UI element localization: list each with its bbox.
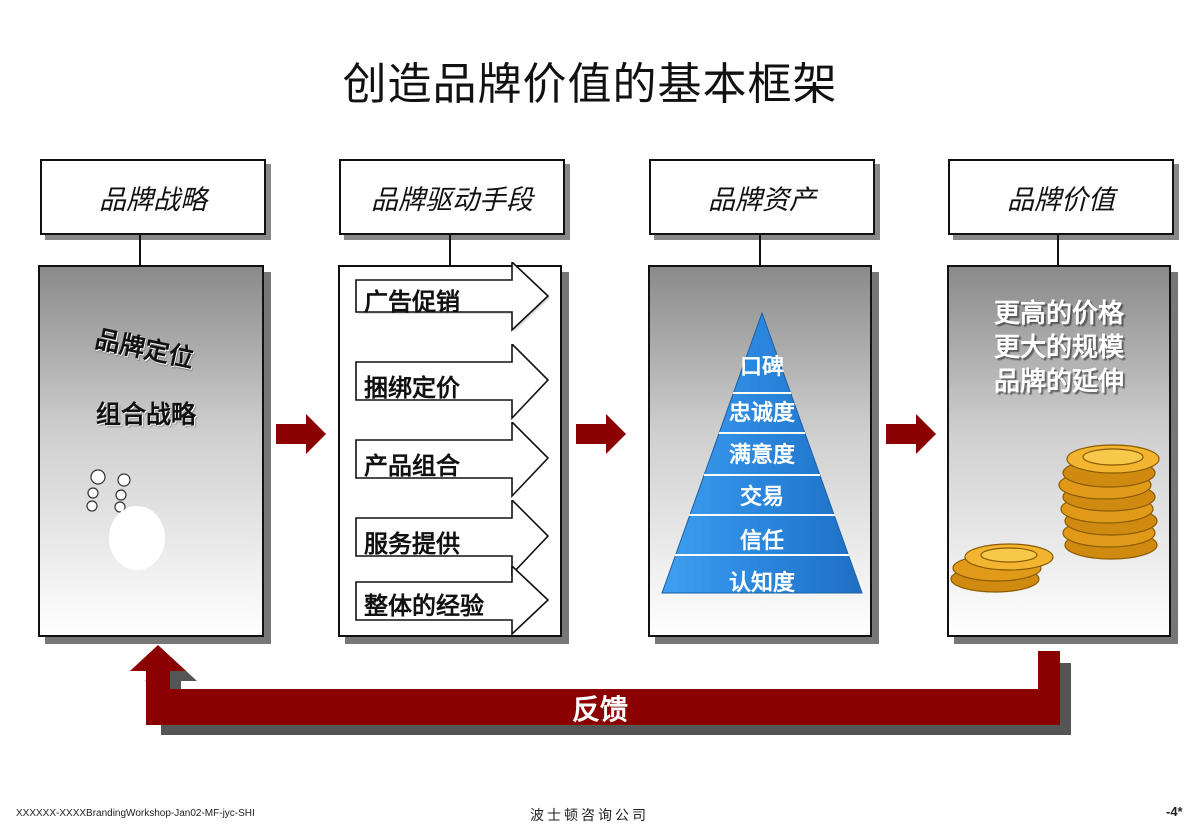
pyramid-level: 交易	[739, 485, 784, 510]
value-panel: 更高的价格 更大的规模 品牌的延伸	[947, 265, 1171, 637]
header-brand-drivers: 品牌驱动手段	[339, 159, 565, 235]
feedback-arrow	[130, 645, 1071, 735]
page-title: 创造品牌价值的基本框架	[342, 59, 838, 110]
bubbles-graphic	[86, 469, 165, 570]
driver-label: 捆绑定价	[364, 374, 460, 402]
strategy-portfolio: 组合战略	[96, 400, 197, 429]
header-brand-equity: 品牌资产	[649, 159, 875, 235]
footer-company: 波士顿咨询公司	[530, 808, 649, 824]
footer-file-id: XXXXXX-XXXXBrandingWorkshop-Jan02-MF-jyc…	[16, 808, 255, 819]
flow-arrow-3	[886, 414, 936, 454]
value-line-price: 更高的价格	[993, 299, 1124, 329]
pyramid-level: 认知度	[728, 571, 795, 596]
strategy-panel: 品牌定位 组合战略	[38, 265, 264, 637]
connector-2	[449, 233, 451, 266]
flow-arrow-1	[276, 414, 326, 454]
driver-item: 捆绑定价	[352, 344, 552, 420]
header-brand-value: 品牌价值	[948, 159, 1174, 235]
page-number: -4*	[1166, 804, 1183, 819]
driver-label: 广告促销	[364, 288, 460, 316]
driver-item: 整体的经验	[352, 566, 552, 636]
driver-item: 服务提供	[352, 500, 552, 576]
value-line-extension: 品牌的延伸	[993, 367, 1124, 397]
pyramid-level: 忠诚度	[728, 401, 795, 426]
feedback-label: 反馈	[571, 693, 628, 726]
connector-3	[759, 233, 761, 266]
equity-panel: 口碑 忠诚度 满意度 交易 信任 认知度	[648, 265, 872, 637]
pyramid-graphic	[661, 311, 863, 594]
driver-label: 服务提供	[364, 530, 460, 558]
driver-item: 广告促销	[352, 262, 552, 332]
pyramid-level: 满意度	[728, 443, 795, 468]
driver-label: 产品组合	[364, 452, 460, 480]
pyramid-level: 口碑	[739, 355, 784, 380]
connector-4	[1057, 233, 1059, 266]
connector-1	[139, 233, 141, 266]
driver-label: 整体的经验	[364, 592, 484, 620]
coins-icon	[950, 444, 1160, 593]
header-brand-strategy: 品牌战略	[40, 159, 266, 235]
pyramid-level: 信任	[739, 529, 784, 554]
flow-arrow-2	[576, 414, 626, 454]
value-line-scale: 更大的规模	[993, 333, 1124, 363]
driver-item: 产品组合	[352, 422, 552, 498]
